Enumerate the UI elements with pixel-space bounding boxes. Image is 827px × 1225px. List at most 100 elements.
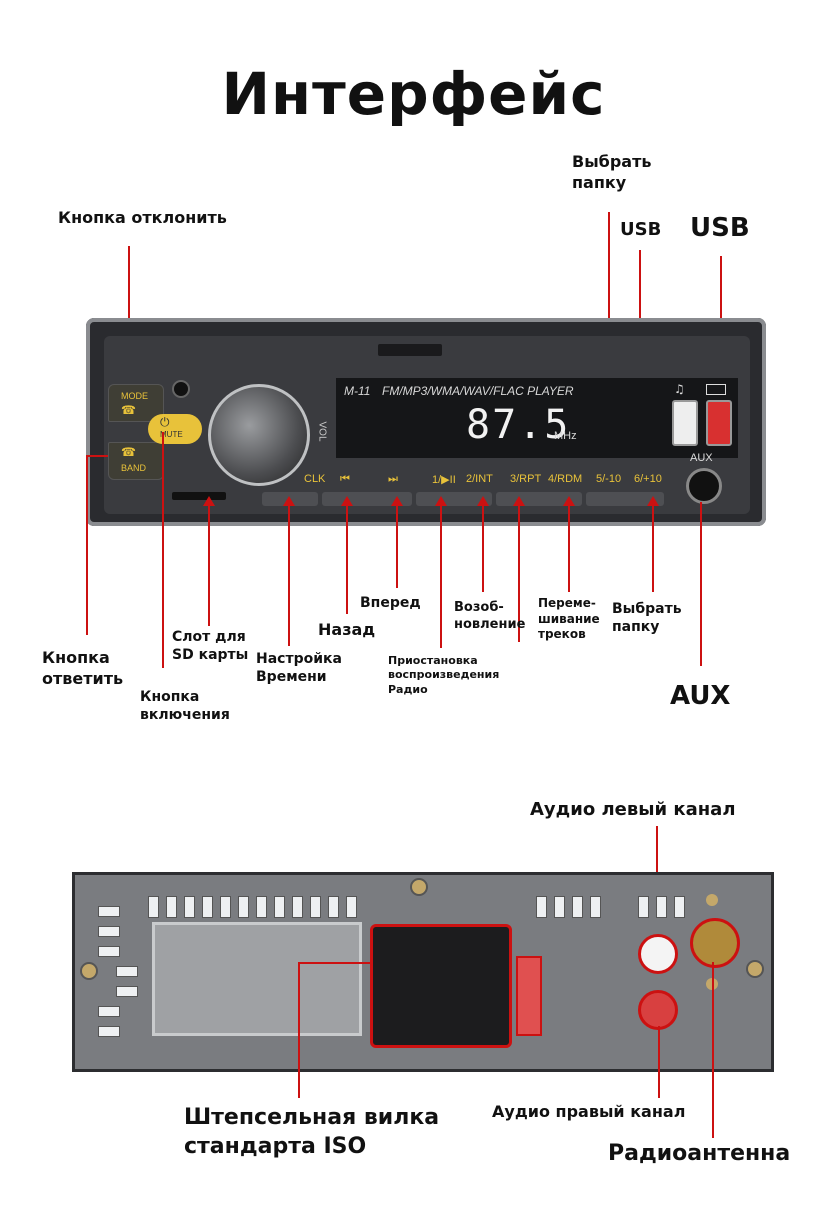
phone-icon: ☎ — [121, 445, 136, 459]
pointer-clk-arrow — [283, 496, 295, 506]
mode-button[interactable]: MODE ☎ — [108, 384, 164, 422]
usb-port-1[interactable] — [672, 400, 698, 446]
label-power-line1: Кнопка — [140, 689, 200, 705]
pointer-decline — [128, 246, 130, 368]
pointer-iso-h — [298, 962, 370, 964]
label-resume: Возоб- новление — [454, 600, 525, 634]
label-power-line2: включения — [140, 707, 230, 724]
label-iso-line1: Штепсельная вилка — [184, 1105, 440, 1130]
antenna-jack[interactable] — [690, 918, 740, 968]
label-antenna: Радиоантенна — [608, 1141, 791, 1166]
iso-connector[interactable] — [370, 924, 512, 1048]
vent-slot — [590, 896, 601, 918]
vent-slot — [256, 896, 267, 918]
pointer-resume — [482, 500, 484, 592]
vent-slot — [98, 1026, 120, 1037]
music-note-icon: ♫ — [674, 382, 685, 396]
pointer-answer — [86, 455, 88, 635]
label-folder-bottom-line2: папку — [612, 619, 660, 636]
pointer-forward — [396, 500, 398, 588]
pointer-sd-arrow — [203, 496, 215, 506]
label-select-folder-top-line1: Выбрать — [572, 152, 652, 171]
pointer-folder-bottom-arrow — [647, 496, 659, 506]
label-select-folder-bottom: Выбрать папку — [612, 600, 682, 636]
label-shuffle-line2: шивание — [538, 611, 600, 626]
pointer-shuffle-b-arrow — [563, 496, 575, 506]
usb-port-2[interactable] — [706, 400, 732, 446]
pointer-usb-large — [720, 256, 722, 366]
label-usb-large: USB — [690, 213, 750, 243]
power-mute-button[interactable]: ⏻ MUTE — [148, 414, 202, 444]
vent-slot — [166, 896, 177, 918]
pointer-back-arrow — [341, 496, 353, 506]
formats-label: FM/MP3/WMA/WAV/FLAC PLAYER — [382, 384, 574, 398]
screw-antenna-top — [706, 894, 718, 906]
label-aux: AUX — [670, 681, 731, 711]
band-label: BAND — [121, 463, 147, 473]
volume-knob[interactable] — [208, 384, 310, 486]
pointer-sd — [208, 500, 210, 626]
label-resume-line1: Возоб- — [454, 600, 504, 615]
sd-card-slot[interactable] — [172, 492, 226, 500]
label-decline-button: Кнопка отклонить — [58, 208, 227, 227]
folder-button[interactable] — [586, 492, 664, 506]
prev-label: ⏮ — [340, 473, 350, 485]
label-iso-line2: стандарта ISO — [184, 1133, 367, 1159]
vent-slot — [220, 896, 231, 918]
vent-slot — [554, 896, 565, 918]
ir-sensor — [172, 380, 190, 398]
vent-slot — [98, 906, 120, 917]
pointer-aux — [700, 502, 702, 666]
vent-slot — [202, 896, 213, 918]
pointer-shuffle-a-arrow — [513, 496, 525, 506]
label-folder-bottom-line1: Выбрать — [612, 601, 682, 617]
int-label: 2/INT — [466, 473, 493, 485]
fuse — [516, 956, 542, 1036]
rca-right-jack[interactable] — [638, 990, 678, 1030]
page-title: Интерфейс — [221, 60, 606, 128]
vent-slot — [536, 896, 547, 918]
pointer-resume-arrow — [477, 496, 489, 506]
label-answer-line2: ответить — [42, 668, 124, 688]
label-select-folder-top-line2: папку — [572, 172, 627, 192]
label-iso-plug: Штепсельная вилка стандарта ISO — [184, 1104, 439, 1161]
play-label: 1/▶II — [432, 474, 456, 486]
aux-jack[interactable] — [686, 468, 722, 504]
pointer-antenna — [712, 962, 714, 1138]
vent-slot — [98, 1006, 120, 1017]
label-pause-line1: Приостановка — [388, 654, 478, 667]
label-time-line2: Времени — [256, 669, 327, 686]
vol-label: VOL — [316, 421, 328, 442]
rpt-label: 3/RPT — [510, 473, 542, 485]
band-button[interactable]: ☎ BAND — [108, 442, 164, 480]
vent-slot — [292, 896, 303, 918]
label-audio-right: Аудио правый канал — [492, 1102, 686, 1121]
label-usb-small: USB — [620, 219, 662, 240]
pointer-pause — [440, 500, 442, 648]
label-forward: Вперед — [360, 595, 421, 611]
pointer-answer-h — [86, 455, 108, 457]
rear-heatsink-plate — [152, 922, 362, 1036]
label-shuffle-line1: Переме- — [538, 596, 596, 610]
label-power-button: Кнопка включения — [140, 688, 230, 724]
pointer-forward-arrow — [391, 496, 403, 506]
label-sd-line2: SD карты — [172, 647, 249, 664]
pointer-shuffle-b — [568, 500, 570, 592]
vent-slot — [274, 896, 285, 918]
aux-label-on-device: AUX — [690, 452, 713, 464]
pointer-back — [346, 500, 348, 614]
vent-slot — [310, 896, 321, 918]
vent-slot — [656, 896, 667, 918]
minus10-label: 5/-10 — [596, 473, 622, 485]
vent-slot — [116, 966, 138, 977]
pointer-iso — [298, 962, 300, 1098]
pointer-pause-arrow — [435, 496, 447, 506]
rca-left-jack[interactable] — [638, 934, 678, 974]
screw-top — [410, 878, 428, 896]
screw-left — [80, 962, 98, 980]
vent-slot — [148, 896, 159, 918]
rdm-label: 4/RDM — [548, 473, 583, 485]
model-label: M-11 — [344, 384, 371, 398]
frequency-unit: MHz — [554, 430, 577, 442]
label-answer-button: Кнопка ответить — [42, 648, 123, 690]
